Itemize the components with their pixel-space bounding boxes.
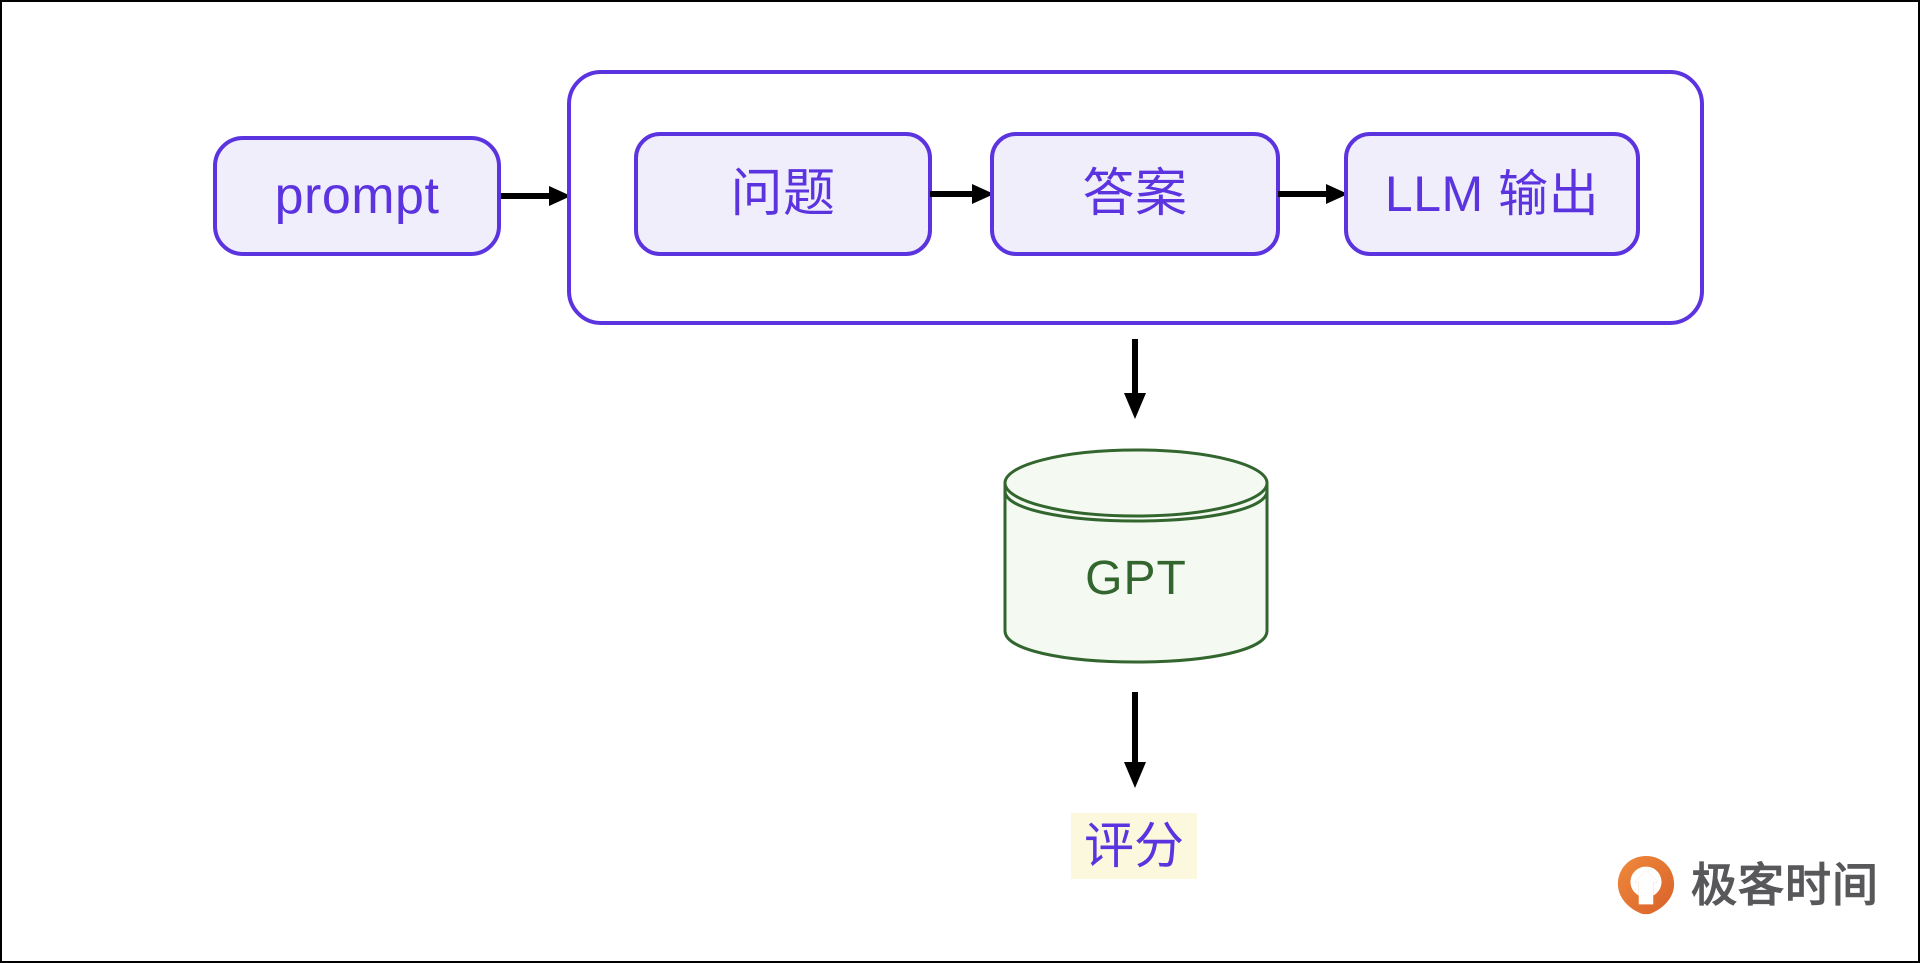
node-answer[interactable]: 答案 [990,132,1280,256]
node-answer-label: 答案 [1082,165,1188,223]
arrow-prompt-to-pipeline [501,186,571,206]
brand-name-label: 极客时间 [1691,859,1879,911]
node-question[interactable]: 问题 [634,132,932,256]
node-llm-output-label: LLM 输出 [1384,166,1600,222]
node-llm-output[interactable]: LLM 输出 [1344,132,1640,256]
node-score[interactable]: 评分 [1071,813,1197,879]
arrow-question-to-answer [930,184,994,204]
node-question-label: 问题 [730,165,836,223]
node-prompt-label: prompt [274,167,440,225]
geektime-logo-icon [1617,855,1675,915]
arrow-pipeline-to-gpt [1124,339,1146,419]
node-prompt[interactable]: prompt [213,136,501,256]
node-gpt-database[interactable]: GPT [1002,447,1270,667]
brand-logo: 极客时间 [1615,847,1879,923]
pipeline-group-container [567,70,1704,325]
node-score-label: 评分 [1084,818,1184,874]
arrow-gpt-to-score [1124,692,1146,788]
cylinder-shape-icon [1003,448,1269,664]
arrow-answer-to-llm-output [1278,184,1348,204]
